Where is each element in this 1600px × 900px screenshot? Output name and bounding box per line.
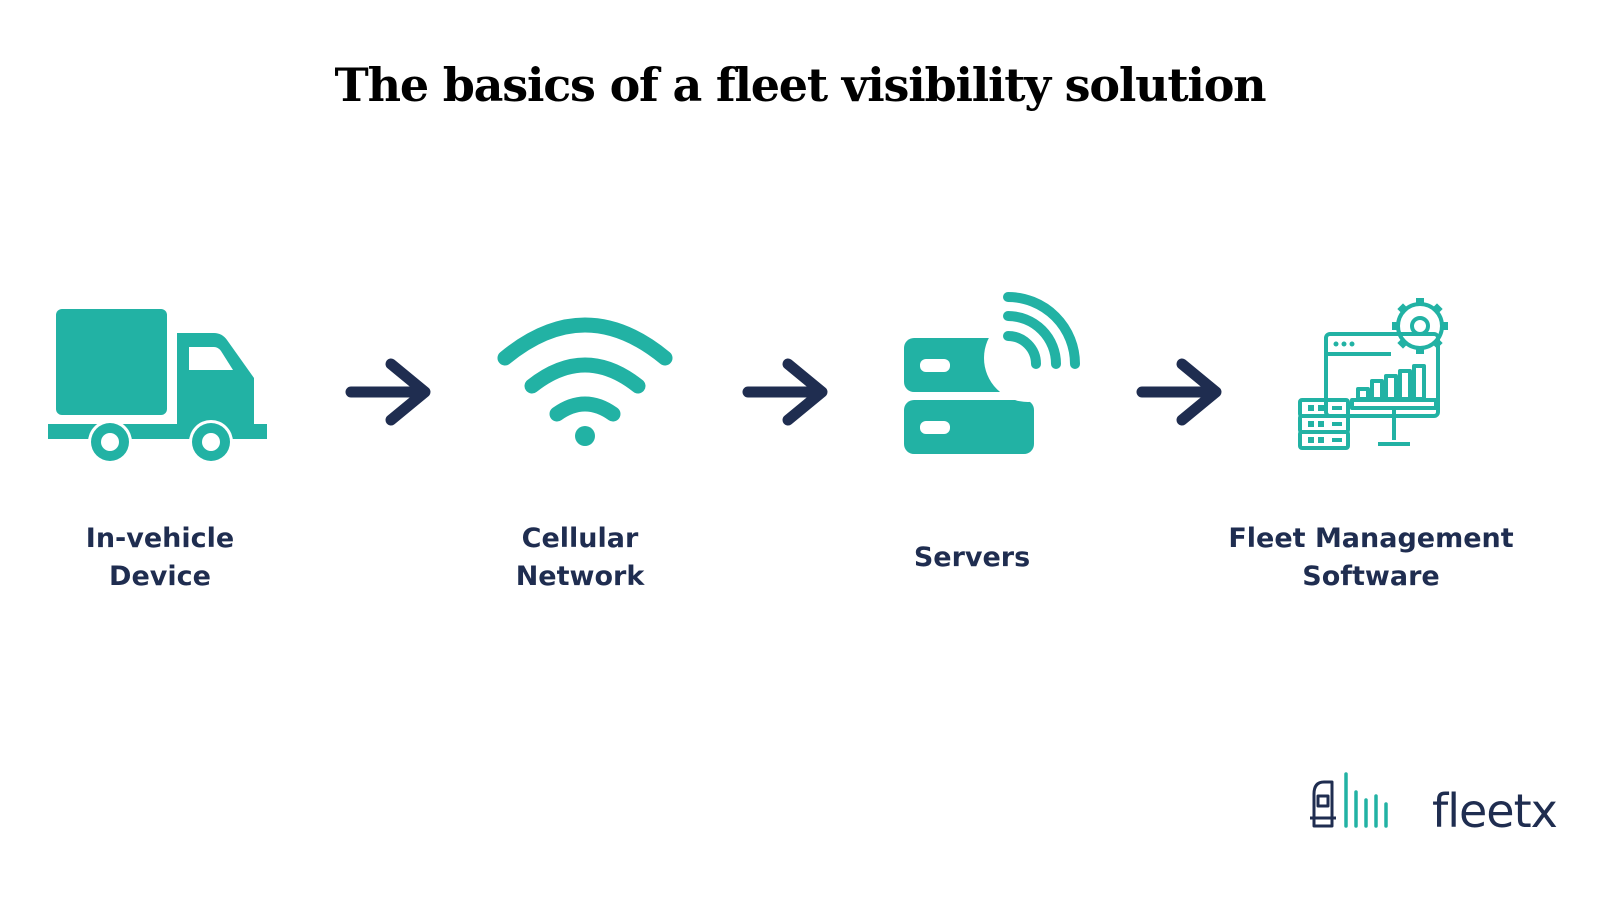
arrow-right-icon [345, 358, 431, 426]
step-label-fleet-management-software: Fleet Management Software [1191, 520, 1551, 596]
step-label-line: Network [515, 561, 645, 592]
server-icon [904, 292, 1080, 454]
step-label-cellular-network: Cellular Network [400, 520, 760, 596]
step-label-line: Cellular [521, 523, 639, 554]
wifi-icon [497, 317, 673, 446]
fleetx-logo-text: fleetx [1432, 784, 1558, 838]
step-label-line: In-vehicle [85, 523, 235, 554]
fleetx-logo-icon [1310, 772, 1388, 828]
step-label-servers: Servers [792, 539, 1152, 577]
fleetx-logo: fleetx [1310, 772, 1570, 848]
step-label-line: Fleet Management [1228, 523, 1514, 554]
arrow-right-icon [1136, 358, 1222, 426]
arrow-right-icon [742, 358, 828, 426]
truck-icon [48, 309, 267, 464]
step-label-line: Servers [913, 542, 1031, 573]
fleet-software-icon [1298, 298, 1448, 450]
page-title: The basics of a fleet visibility solutio… [334, 58, 1267, 112]
step-label-line: Software [1302, 561, 1440, 592]
step-label-in-vehicle-device: In-vehicle Device [0, 520, 340, 596]
step-label-line: Device [109, 561, 211, 592]
